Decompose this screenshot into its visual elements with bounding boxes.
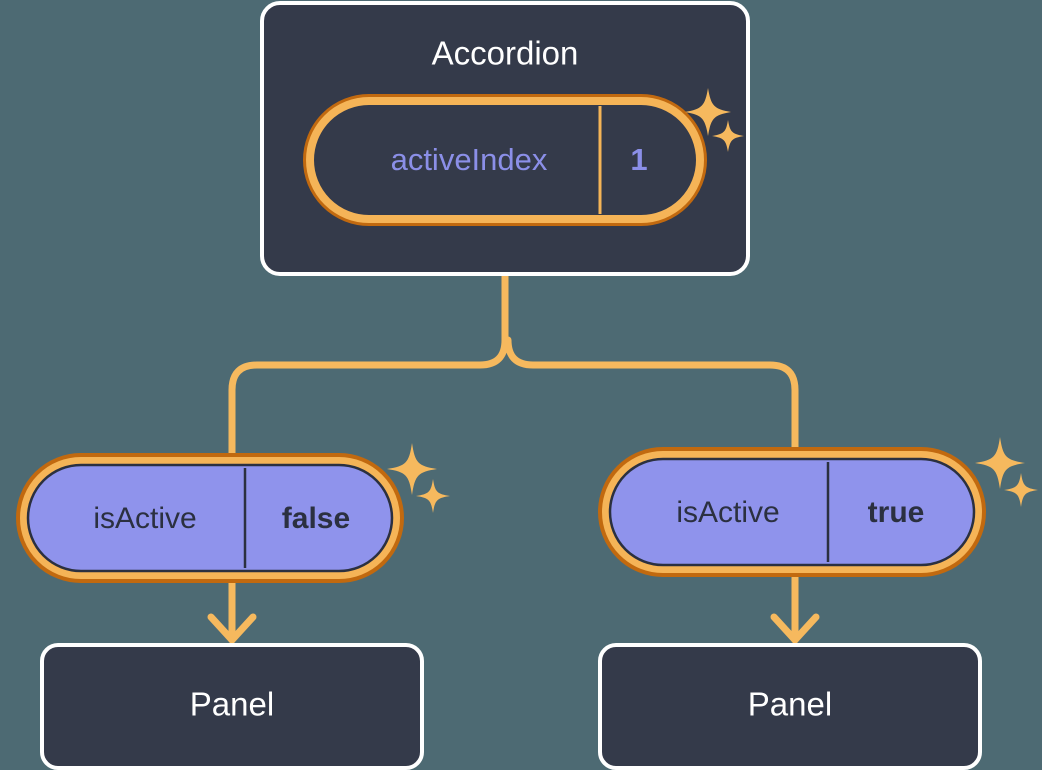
state-pill-key-left: isActive — [93, 502, 196, 535]
node-accordion[interactable]: Accordion activeIndex 1 — [260, 1, 750, 276]
connector-root-split-right — [504, 336, 799, 459]
state-pill-is-active-false[interactable]: isActive false — [16, 443, 450, 583]
node-panel-left-label: Panel — [190, 686, 274, 723]
sparkle-icon — [975, 437, 1038, 507]
node-panel-left[interactable]: Panel — [40, 643, 424, 770]
state-pill-is-active-true[interactable]: isActive true — [598, 437, 1038, 577]
state-pill-value: 1 — [630, 142, 647, 177]
state-pill-key-right: isActive — [676, 496, 779, 529]
arrowhead-left-panel — [207, 613, 257, 644]
sparkle-icon — [387, 443, 450, 513]
state-pill-body-left — [26, 463, 394, 573]
state-pill-active-index[interactable]: activeIndex 1 — [303, 94, 707, 226]
state-pill-value-left: false — [282, 502, 350, 535]
state-pill-key: activeIndex — [391, 142, 548, 177]
node-accordion-label: Accordion — [432, 35, 579, 72]
node-panel-right-box — [598, 643, 982, 770]
node-panel-left-box — [40, 643, 424, 770]
node-panel-right-label: Panel — [748, 686, 832, 723]
state-pill-ring-inner — [306, 97, 704, 223]
sparkle-icon — [685, 88, 744, 152]
connector-root-split — [228, 270, 509, 459]
arrowhead-right-panel — [770, 613, 820, 644]
state-pill-value-right: true — [868, 496, 925, 529]
connector-group — [207, 270, 820, 644]
state-pill-body-right — [608, 457, 976, 567]
node-panel-right[interactable]: Panel — [598, 643, 982, 770]
